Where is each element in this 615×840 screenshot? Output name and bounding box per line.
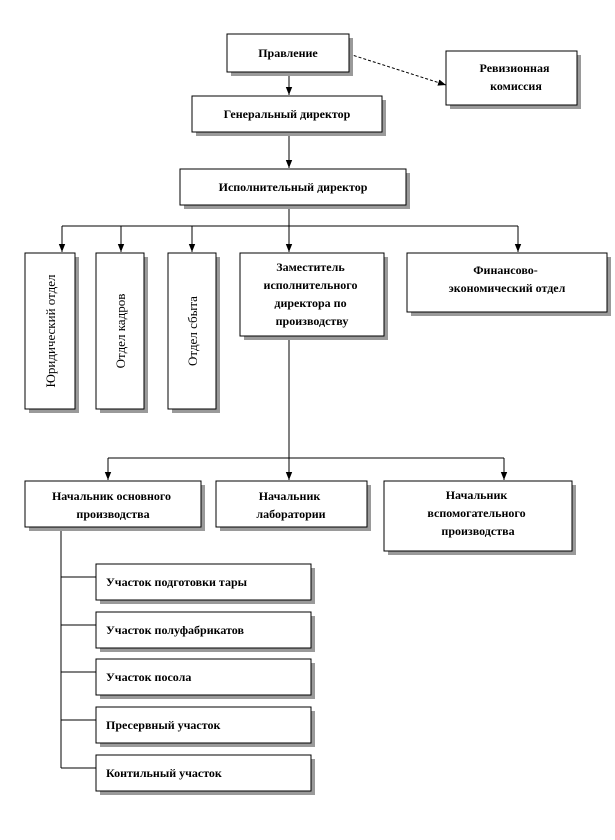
node-audit-label: Ревизионная комиссия bbox=[480, 61, 553, 93]
node-board-label: Правление bbox=[258, 46, 318, 60]
node-sec4-label: Пресервный участок bbox=[106, 718, 220, 732]
node-sales-label: Отдел сбыта bbox=[185, 296, 200, 366]
node-sales: Отдел сбыта bbox=[167, 252, 220, 413]
connector-deputy-bus bbox=[108, 336, 504, 459]
node-sec5: Контильный участок bbox=[95, 754, 315, 795]
node-lab-label: Начальник лаборатории bbox=[256, 489, 325, 521]
connector-sections-branches bbox=[61, 576, 96, 769]
node-mainprod: Начальник основного производства bbox=[24, 480, 205, 531]
node-deputy: Заместитель исполнительного директора по… bbox=[239, 252, 388, 340]
node-finance-label: Финансово- экономический отдел bbox=[449, 263, 566, 295]
node-sec3: Участок посола bbox=[95, 658, 315, 699]
node-sec1-label: Участок подготовки тары bbox=[106, 575, 248, 589]
node-sec2: Участок полуфабрикатов bbox=[95, 611, 315, 652]
node-audit: Ревизионная комиссия bbox=[445, 50, 581, 109]
node-sec4: Пресервный участок bbox=[95, 706, 315, 747]
node-hr: Отдел кадров bbox=[95, 252, 148, 413]
node-legal: Юридический отдел bbox=[24, 252, 79, 413]
node-mainprod-label: Начальник основного производства bbox=[52, 489, 174, 521]
node-sec5-label: Контильный участок bbox=[106, 766, 222, 780]
node-exec-label: Исполнительный директор bbox=[219, 180, 368, 194]
node-exec: Исполнительный директор bbox=[179, 168, 410, 209]
node-ceo: Генеральный директор bbox=[191, 95, 386, 136]
connector-board-audit bbox=[348, 53, 447, 86]
node-auxprod-label: Начальник вспомогательного производства bbox=[427, 488, 528, 538]
node-sec2-label: Участок полуфабрикатов bbox=[106, 623, 244, 637]
node-finance: Финансово- экономический отдел bbox=[406, 252, 611, 316]
connectors bbox=[58, 53, 522, 769]
node-lab: Начальник лаборатории bbox=[215, 480, 371, 531]
node-hr-label: Отдел кадров bbox=[113, 294, 128, 369]
node-board: Правление bbox=[226, 33, 353, 76]
node-auxprod: Начальник вспомогательного производства bbox=[383, 480, 576, 555]
node-ceo-label: Генеральный директор bbox=[224, 107, 351, 121]
node-sec3-label: Участок посола bbox=[106, 670, 191, 684]
node-deputy-label: Заместитель исполнительного директора по… bbox=[264, 260, 361, 328]
node-sec1: Участок подготовки тары bbox=[95, 563, 315, 604]
node-legal-label: Юридический отдел bbox=[43, 274, 58, 387]
